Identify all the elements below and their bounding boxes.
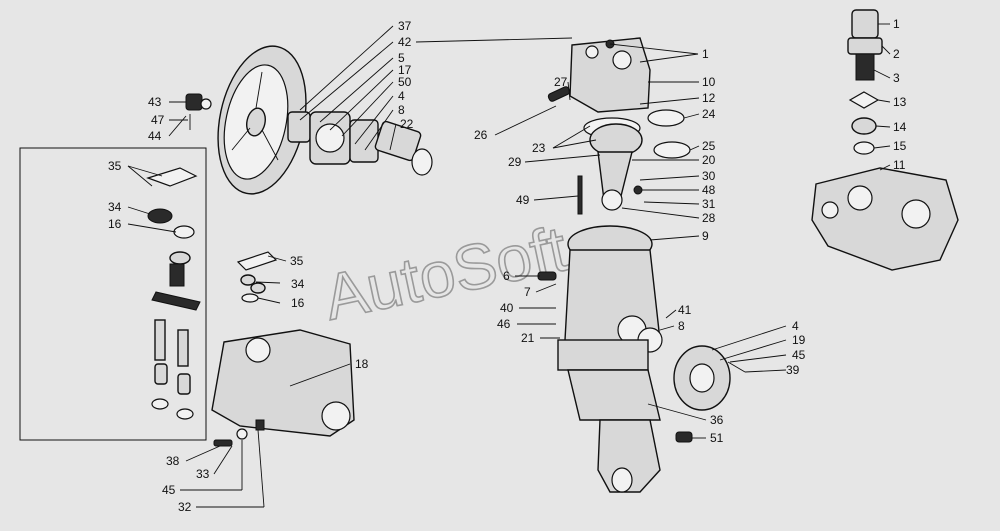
callout-label: 34 [108, 200, 122, 214]
callout-label: 7 [524, 285, 531, 299]
callout-label: 16 [291, 296, 305, 310]
callout-label: 5 [398, 51, 405, 65]
callout-label: 6 [503, 269, 510, 283]
callout-label: 46 [497, 317, 511, 331]
crankcase-block [537, 225, 693, 493]
callout-label: 9 [702, 229, 709, 243]
callout-label: 1 [893, 17, 900, 31]
callout-label: 12 [702, 91, 716, 105]
valve-assembly [811, 9, 959, 271]
callout-label: 10 [702, 75, 716, 89]
callout-label: 31 [702, 197, 716, 211]
callout-label: 26 [474, 128, 488, 142]
callout-label: 8 [398, 103, 405, 117]
callout-label: 32 [178, 500, 192, 514]
reed-parts [236, 251, 278, 303]
callout-label: 42 [398, 35, 412, 49]
callout-label: 37 [398, 19, 412, 33]
callout-label: 19 [792, 333, 806, 347]
lower-housing [211, 329, 355, 447]
callout-label: 44 [148, 129, 162, 143]
side-cover [673, 345, 746, 411]
callout-label: 23 [532, 141, 546, 155]
callout-label: 16 [108, 217, 122, 231]
callout-label: 24 [702, 107, 716, 121]
callout-label: 27 [554, 75, 568, 89]
callout-label: 50 [398, 75, 412, 89]
callout-label: 18 [355, 357, 369, 371]
callout-label: 45 [792, 348, 806, 362]
callout-label: 8 [678, 319, 685, 333]
watermark: AutoSoft [318, 212, 573, 334]
callout-label: 13 [893, 95, 907, 109]
callout-label: 4 [398, 89, 405, 103]
callout-label: 49 [516, 193, 530, 207]
callout-label: 28 [702, 211, 716, 225]
callout-label: 38 [166, 454, 180, 468]
pulley-assembly [185, 45, 433, 195]
callout-label: 29 [508, 155, 522, 169]
callout-label: 30 [702, 169, 716, 183]
callout-label: 2 [893, 47, 900, 61]
callout-label: 41 [678, 303, 692, 317]
boxed-subassembly [19, 147, 207, 441]
callout-label: 34 [291, 277, 305, 291]
callout-label: 40 [500, 301, 514, 315]
callout-label: 1 [702, 47, 709, 61]
callout-label: 4 [792, 319, 799, 333]
callout-label: 15 [893, 139, 907, 153]
callout-label: 45 [162, 483, 176, 497]
callout-label: 25 [702, 139, 716, 153]
callout-label: 48 [702, 183, 716, 197]
callout-label: 35 [108, 159, 122, 173]
callout-label: 3 [893, 71, 900, 85]
callout-label: 22 [400, 117, 414, 131]
callout-labels: 37 42 5 17 50 4 8 22 43 47 44 1 27 10 12… [108, 17, 907, 514]
callout-label: 14 [893, 120, 907, 134]
callout-label: 35 [290, 254, 304, 268]
callout-label: 17 [398, 63, 412, 77]
callout-label: 39 [786, 363, 800, 377]
callout-label: 21 [521, 331, 535, 345]
leader-lines [127, 23, 891, 508]
callout-label: 36 [710, 413, 724, 427]
callout-label: 51 [710, 431, 724, 445]
callout-label: 33 [196, 467, 210, 481]
callout-label: 43 [148, 95, 162, 109]
cylinder-head-assembly [547, 37, 691, 215]
callout-label: 11 [893, 158, 906, 172]
callout-label: 47 [151, 113, 165, 127]
callout-label: 20 [702, 153, 716, 167]
